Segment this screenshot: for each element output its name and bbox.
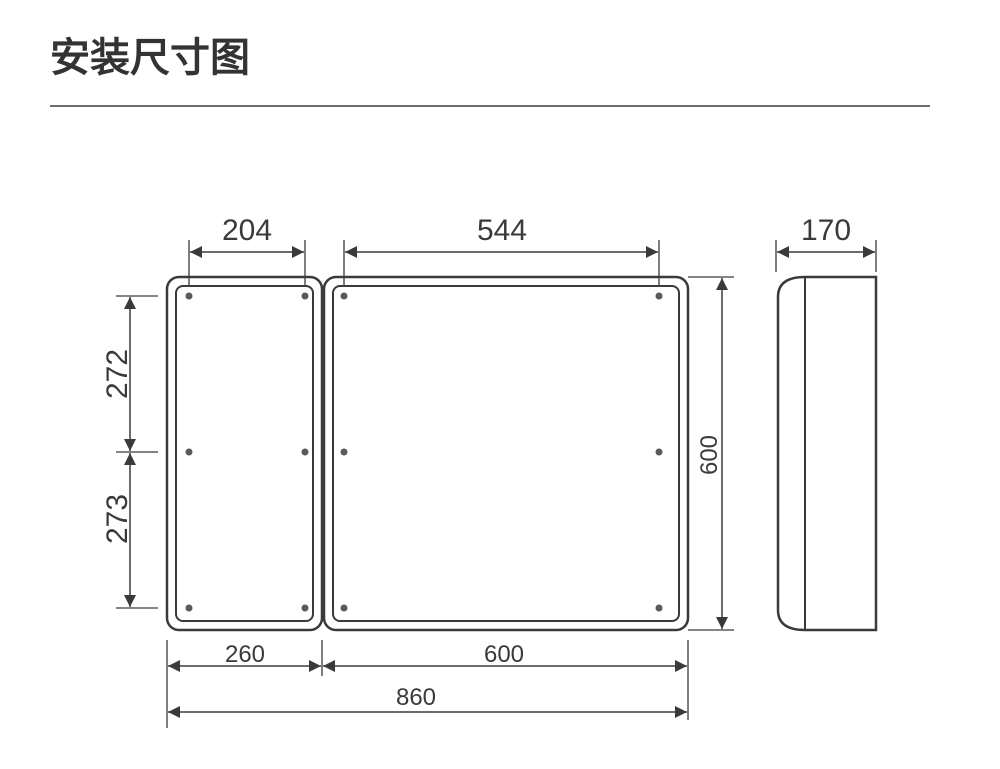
dimension-label-204: 204 xyxy=(222,214,272,247)
screw-hole xyxy=(301,448,309,456)
screw-hole xyxy=(340,604,348,612)
side-view-outline xyxy=(776,275,878,632)
screw-hole xyxy=(655,604,663,612)
page-title: 安装尺寸图 xyxy=(50,35,250,81)
screw-hole xyxy=(340,448,348,456)
dimension-label-860: 860 xyxy=(396,684,436,711)
left-enclosure-inner xyxy=(175,285,314,622)
screw-hole xyxy=(340,292,348,300)
dimension-label-544: 544 xyxy=(477,214,527,247)
dimension-label-272: 272 xyxy=(101,349,134,399)
dimension-label-600-vertical: 600 xyxy=(696,435,723,475)
left-enclosure-outer xyxy=(165,275,324,632)
dimension-label-273: 273 xyxy=(101,494,134,544)
dimension-label-170: 170 xyxy=(801,214,851,247)
title-divider xyxy=(50,105,930,107)
right-enclosure-outer xyxy=(322,275,690,632)
screw-hole xyxy=(185,292,193,300)
screw-hole xyxy=(301,292,309,300)
screw-hole xyxy=(655,448,663,456)
screw-hole xyxy=(301,604,309,612)
dimension-label-260: 260 xyxy=(225,641,265,668)
screw-hole xyxy=(185,604,193,612)
screw-hole xyxy=(185,448,193,456)
screw-hole xyxy=(655,292,663,300)
right-enclosure-inner xyxy=(332,285,680,622)
dimension-label-600-horizontal: 600 xyxy=(484,641,524,668)
